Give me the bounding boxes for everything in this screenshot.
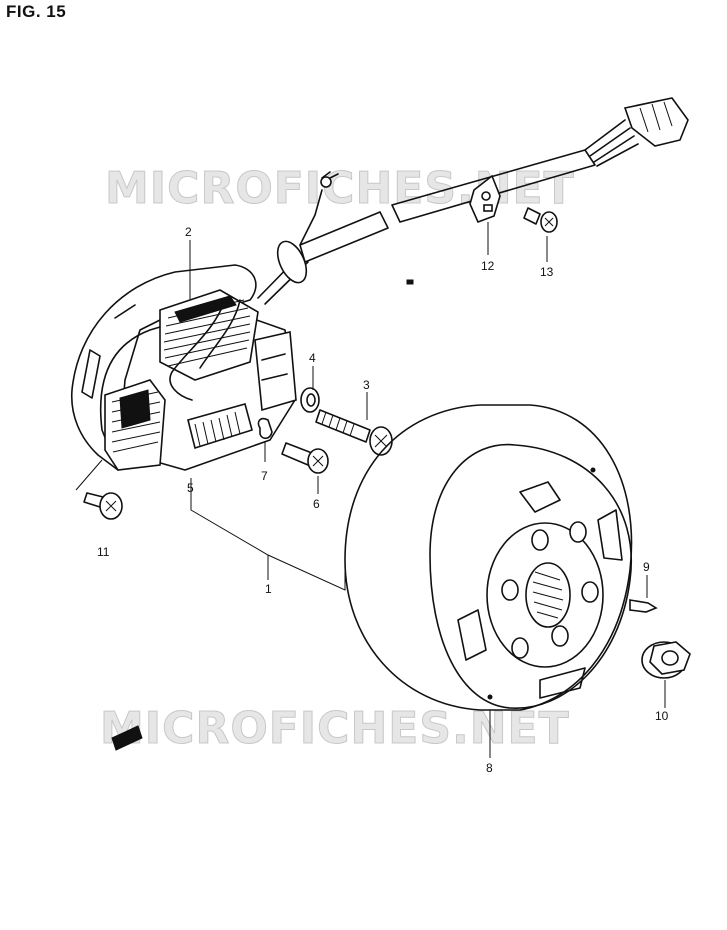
pickup-screw: [281, 442, 329, 474]
callout-2: 2: [185, 225, 192, 239]
callout-11: 11: [97, 545, 110, 559]
callout-1: 1: [265, 582, 272, 596]
callout-12: 12: [481, 259, 495, 273]
wire-clamp: [469, 174, 501, 224]
callout-9: 9: [643, 560, 650, 574]
callout-13: 13: [540, 265, 554, 279]
lead-wire-clip: [257, 417, 273, 440]
clamp-screw: [523, 207, 558, 233]
woodruff-key: [629, 599, 658, 613]
callout-7: 7: [261, 469, 268, 483]
leader-lines: [75, 222, 666, 758]
callout-4: 4: [309, 351, 316, 365]
stamp-mark: [111, 725, 143, 751]
watermark-bottom: MICROFICHES.NET: [100, 703, 570, 754]
flange-nut: [641, 641, 691, 679]
flywheel-rotor: [344, 404, 633, 711]
figure-title: FIG. 15: [6, 2, 67, 21]
wire-harness: [257, 97, 689, 305]
callout-5: 5: [187, 481, 194, 495]
stator-screw: [83, 492, 123, 520]
callout-10: 10: [655, 709, 669, 723]
watermark-top: MICROFICHES.NET: [105, 163, 575, 214]
stator-assembly: [70, 264, 297, 471]
pan-head-screw: [315, 409, 393, 456]
callout-8: 8: [486, 761, 493, 775]
callout-3: 3: [363, 378, 370, 392]
callout-6: 6: [313, 497, 320, 511]
debris-mark: [406, 279, 414, 285]
washer: [300, 387, 320, 413]
